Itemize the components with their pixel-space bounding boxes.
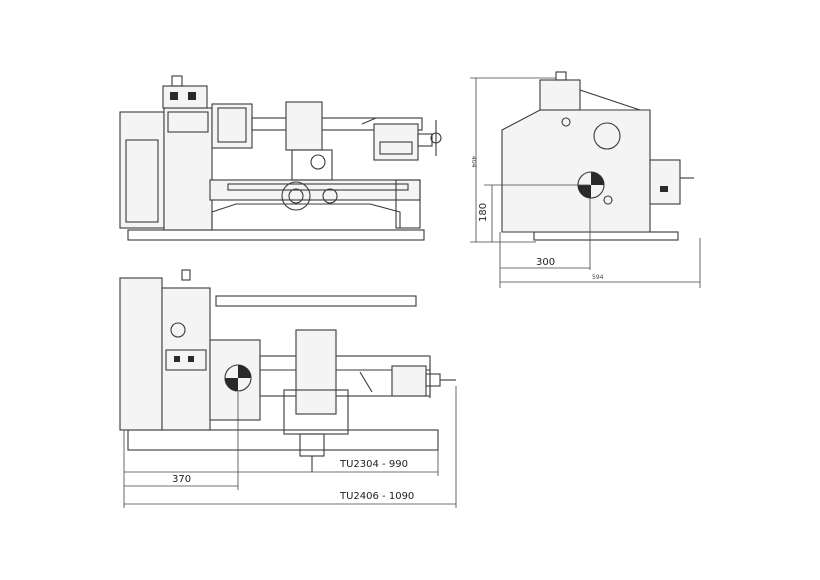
end-base-plate: [533, 231, 679, 241]
top-headstock: [161, 287, 211, 431]
dim-label-180: 180: [478, 203, 489, 222]
top-view: 370 TU2304 - 990 TU2406 - 1090: [119, 269, 457, 508]
top-lever: [359, 371, 373, 393]
control-switch-icon: [188, 92, 196, 100]
side-view: [119, 75, 442, 241]
side-apron: [291, 149, 333, 181]
top-carriage: [295, 329, 337, 415]
side-bed-stand: [211, 203, 401, 228]
dim-label-594: 594: [592, 274, 604, 281]
side-base-plate: [127, 229, 425, 241]
dim-label-1090: TU2406 - 1090: [339, 491, 414, 502]
top-control-panel: [165, 349, 207, 371]
side-motor-housing: [119, 111, 165, 229]
end-headstock-body: [501, 109, 651, 233]
side-headstock: [163, 107, 213, 231]
control-switch-icon: [170, 92, 178, 100]
top-tailstock: [391, 365, 427, 397]
side-compound-slide: [285, 101, 323, 151]
top-motor-housing: [119, 277, 163, 431]
dim-label-370: 370: [172, 474, 191, 485]
dim-label-300: 300: [536, 257, 555, 268]
side-handwheel-icon: [281, 181, 311, 211]
emergency-stop-icon: [171, 75, 183, 87]
end-handle-assembly: [649, 159, 681, 205]
dim-label-990: TU2304 - 990: [339, 459, 408, 470]
top-splash-guard: [215, 295, 417, 307]
top-base-frame: [127, 429, 439, 451]
end-top-box: [539, 79, 581, 111]
side-control-panel: [162, 85, 208, 109]
dim-label-404: 404: [470, 156, 477, 168]
end-spindle-circle: [593, 122, 621, 150]
end-view: 404 180 300 594: [470, 71, 701, 288]
